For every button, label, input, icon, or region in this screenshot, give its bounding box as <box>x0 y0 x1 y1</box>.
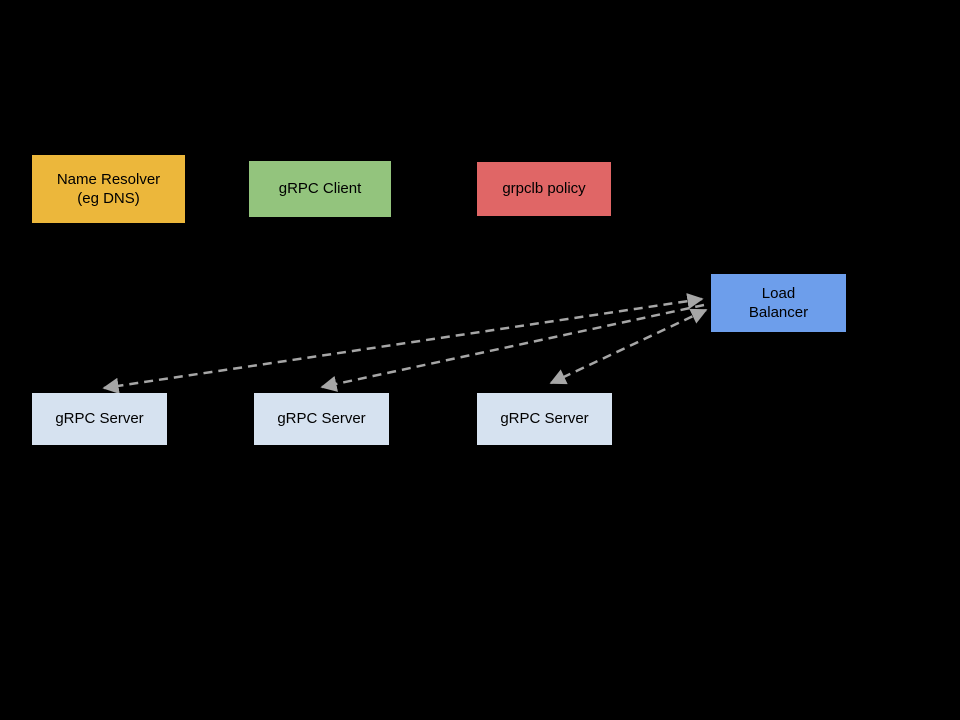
load-balancer-label: Load Balancer <box>748 284 809 322</box>
grpc-server-2-label: gRPC Server <box>277 410 366 428</box>
grpc-client-node: gRPC Client <box>249 161 391 217</box>
grpclb-policy-node: grpclb policy <box>477 162 611 216</box>
name-resolver-node: Name Resolver (eg DNS) <box>32 155 185 223</box>
grpclb-policy-label: grpclb policy <box>502 180 586 198</box>
grpc-client-label: gRPC Client <box>278 180 362 198</box>
arrow-loadbalancer-server-1 <box>102 293 704 394</box>
grpc-server-2-node: gRPC Server <box>254 393 389 445</box>
load-balancer-node: Load Balancer <box>711 274 846 332</box>
name-resolver-label: Name Resolver (eg DNS) <box>56 170 161 208</box>
arrow-loadbalancer-server-2 <box>320 303 705 392</box>
grpc-server-1-label: gRPC Server <box>55 410 144 428</box>
grpc-server-3-node: gRPC Server <box>477 393 612 445</box>
grpc-server-1-node: gRPC Server <box>32 393 167 445</box>
arrow-loadbalancer-server-3 <box>549 308 708 385</box>
grpc-server-3-label: gRPC Server <box>500 410 589 428</box>
